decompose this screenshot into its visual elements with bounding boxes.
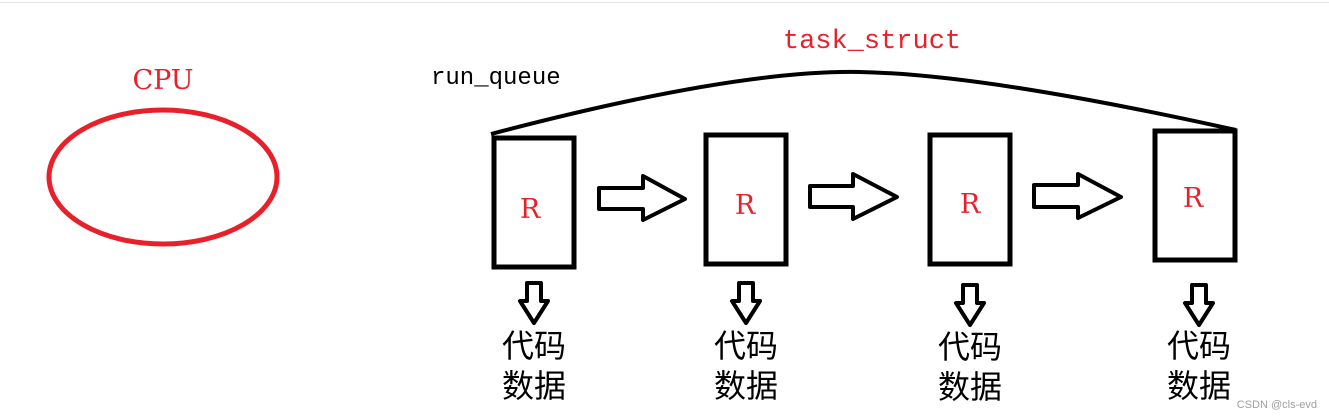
task-node: R [491, 135, 577, 270]
task-state: R [735, 190, 756, 221]
data-label: 数据 [714, 367, 778, 405]
right-arrow-icon [1032, 172, 1123, 220]
task-struct-label: task_struct [783, 27, 961, 57]
code-label: 代码 [502, 327, 566, 365]
task-node: R [1152, 128, 1238, 263]
data-label: 数据 [1167, 367, 1231, 405]
code-label: 代码 [938, 328, 1002, 366]
right-arrow-icon [808, 172, 899, 221]
watermark: CSDN @cls-evd [1236, 399, 1317, 411]
right-arrow-icon [597, 174, 687, 222]
data-label: 数据 [938, 368, 1002, 406]
task-struct-box [927, 132, 1013, 267]
top-divider [0, 2, 1329, 3]
task-state: R [960, 189, 981, 220]
down-arrow-icon [518, 281, 550, 325]
code-label: 代码 [1167, 327, 1231, 365]
down-arrow-icon [1183, 283, 1215, 327]
task-struct-box [491, 135, 577, 270]
run-queue-label: run_queue [431, 65, 561, 92]
run-queue-link-curve [490, 69, 1237, 136]
data-label: 数据 [502, 367, 566, 405]
down-arrow-icon [730, 281, 762, 325]
task-state: R [520, 194, 541, 225]
task-node: R [703, 132, 789, 267]
task-struct-box [1152, 128, 1238, 263]
task-node: R [927, 132, 1013, 267]
code-label: 代码 [714, 327, 778, 365]
task-struct-box [703, 132, 789, 267]
down-arrow-icon [954, 283, 986, 327]
cpu-ellipse [46, 107, 280, 247]
cpu-label: CPU [132, 65, 193, 96]
task-state: R [1183, 183, 1204, 214]
